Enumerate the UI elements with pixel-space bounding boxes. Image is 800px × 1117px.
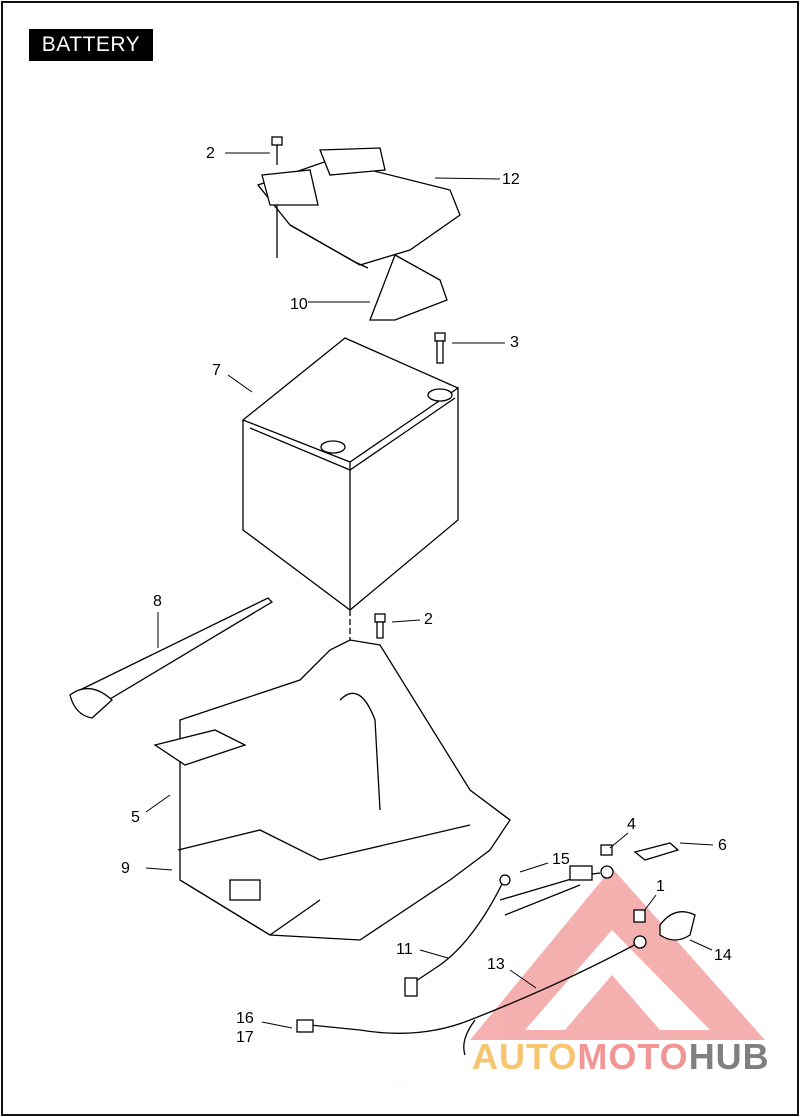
positive-cable [404,874,511,997]
callout-6: 6 [718,837,727,854]
callout-8: 8 [153,593,162,610]
screw-2-lower [374,613,386,639]
callout-10: 9 [121,860,130,877]
callout-1: 1 [656,878,665,895]
battery [241,337,460,611]
nut-1 [633,909,646,923]
watermark-hub: HUB [688,1036,770,1077]
callout-11: 11 [396,941,413,958]
battery-tray [153,639,511,941]
callout-16: 16 [236,1010,254,1027]
callout-17: 17 [236,1029,254,1046]
support-bracket [369,254,448,321]
callout-12: 12 [502,171,520,188]
callout-2: 2 [206,145,215,162]
leader-lines [145,152,714,1029]
callout-13: 13 [487,956,505,973]
callout-15: 15 [552,851,570,868]
main-cable [296,935,647,1056]
terminal-boot-14 [659,911,696,941]
callout-9: 10 [290,296,308,313]
callout-7: 7 [212,362,221,379]
callout-2-lower: 2 [424,611,433,628]
callout-14: 14 [714,947,732,964]
watermark-text: AUTOMOTOHUB [472,1036,770,1078]
callout-5: 5 [131,809,140,826]
watermark-auto: AUTO [472,1036,578,1077]
page-title: BATTERY [29,29,153,61]
watermark-moto: MOTO [577,1036,689,1077]
battery-strap [69,597,274,719]
negative-cable [499,865,614,916]
screw-top [271,136,283,165]
callout-4: 4 [627,816,636,833]
nut-4 [600,844,613,856]
footer-text: · · · · · · · · · · · · · [330,1084,426,1090]
battery-hold-down-bracket [256,147,461,269]
callout-3: 3 [510,334,519,351]
label-6 [633,842,680,861]
screw-3 [434,332,446,364]
